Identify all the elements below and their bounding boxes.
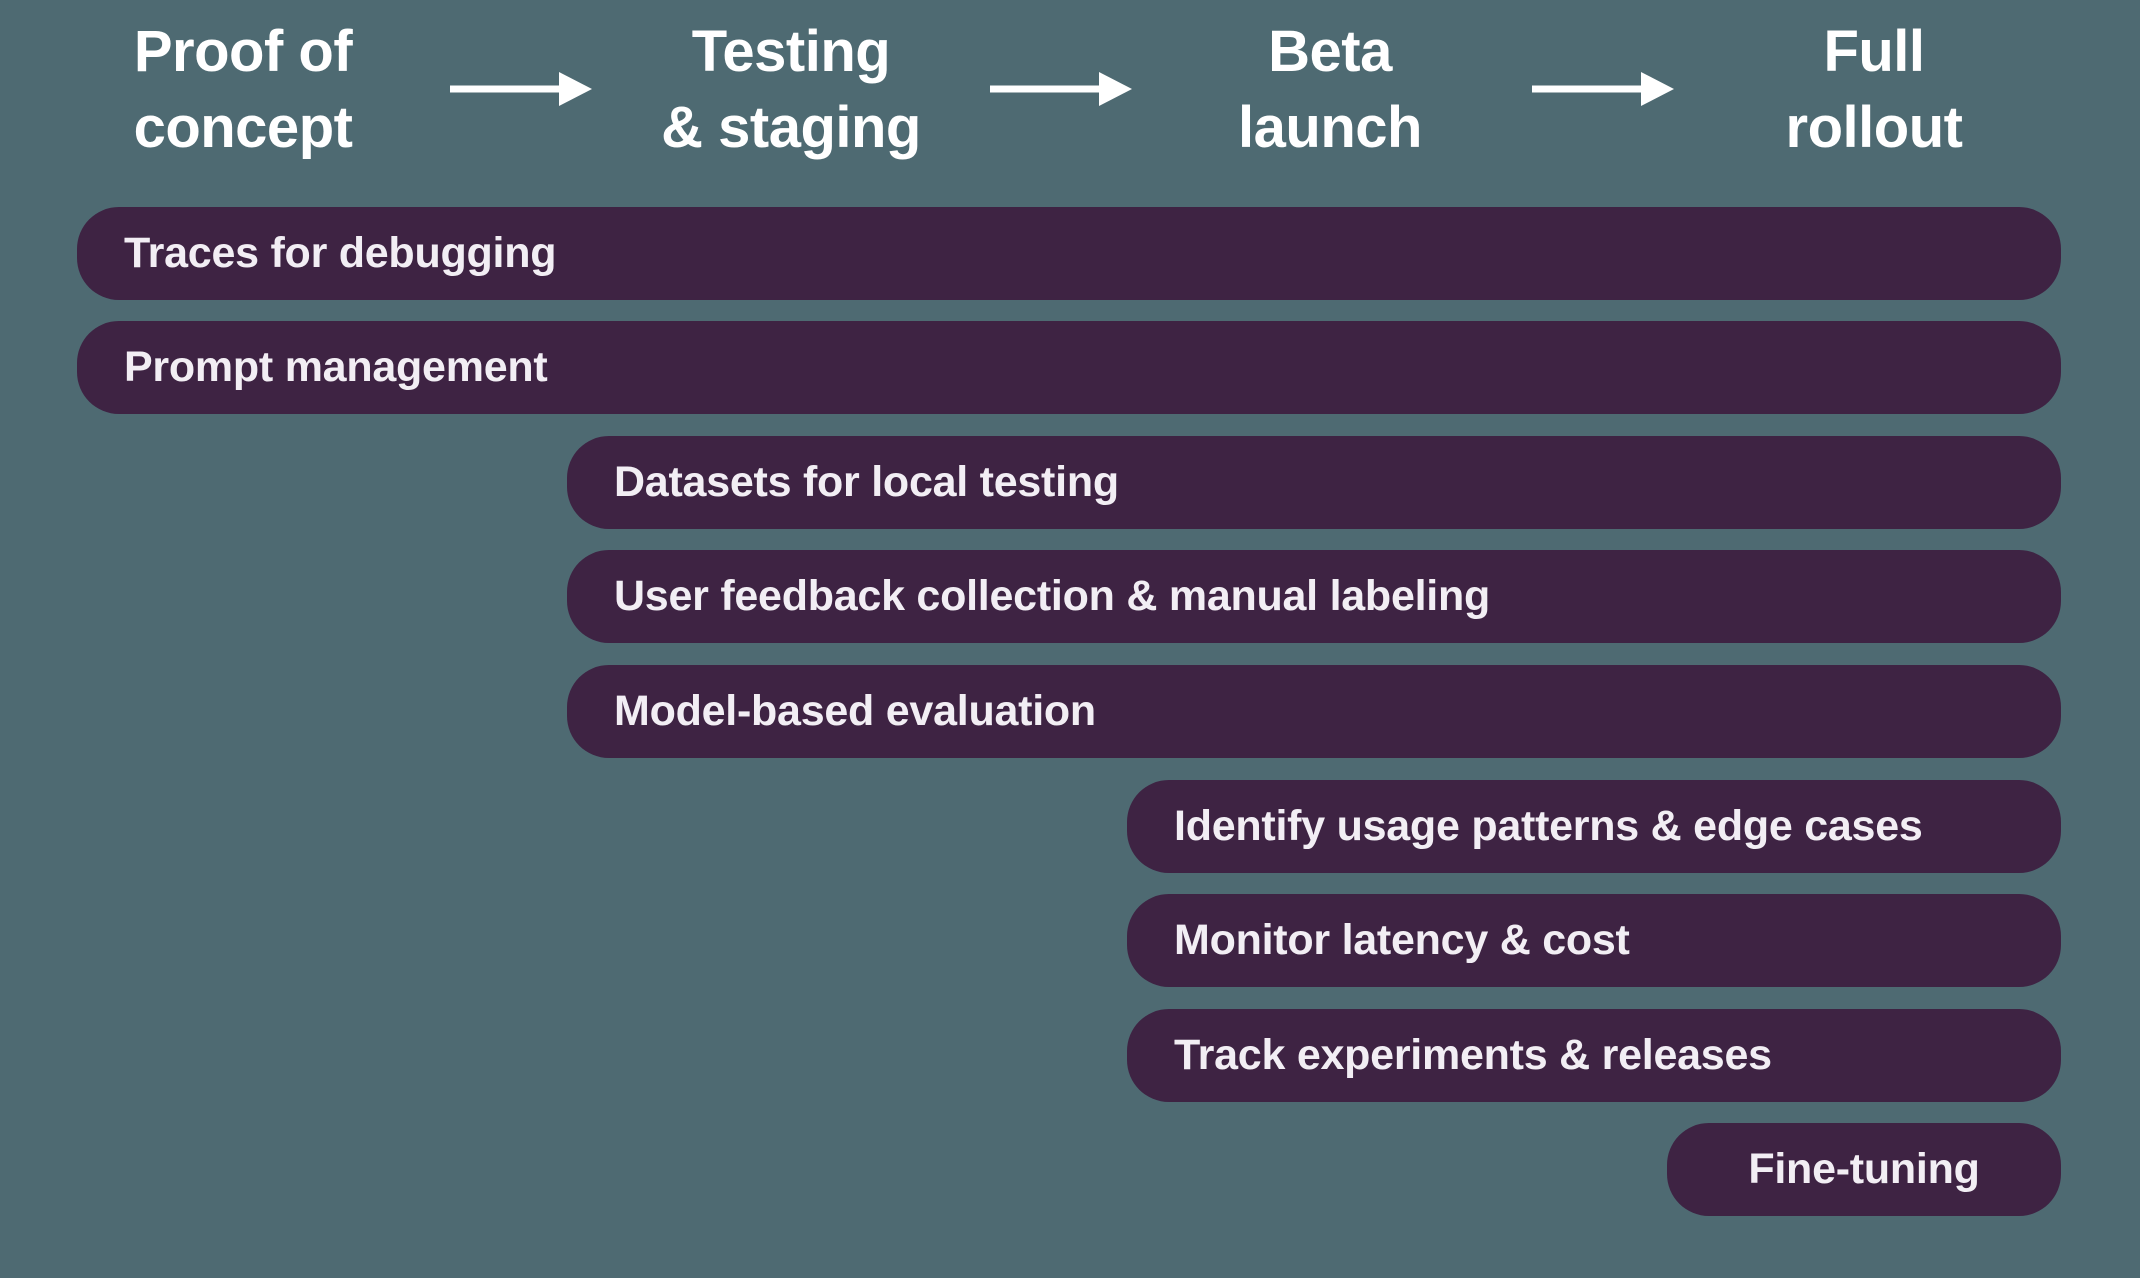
bar-label: Track experiments & releases [1174, 1031, 1772, 1079]
bar-label: Model-based evaluation [614, 687, 1096, 735]
bar-label: Traces for debugging [124, 229, 557, 277]
bar-label: User feedback collection & manual labeli… [614, 572, 1491, 620]
bar-traces-for-debugging: Traces for debugging [77, 207, 2061, 300]
stage-header-line: Beta [1268, 19, 1392, 84]
bar-track-experiments-releases: Track experiments & releases [1127, 1009, 2061, 1102]
bar-label: Identify usage patterns & edge cases [1174, 802, 1923, 850]
arrow-right-icon [988, 69, 1132, 109]
stage-header-proof-of-concept: Proof of concept [134, 14, 353, 166]
bar-label: Monitor latency & cost [1174, 916, 1630, 964]
arrow-right-icon [448, 69, 592, 109]
stage-header-line: Full [1823, 19, 1925, 84]
bar-identify-usage-patterns: Identify usage patterns & edge cases [1127, 780, 2061, 873]
bar-user-feedback-collection: User feedback collection & manual labeli… [567, 550, 2061, 643]
bar-label: Fine-tuning [1748, 1145, 1980, 1193]
arrow-right-icon [1530, 69, 1674, 109]
bar-fine-tuning: Fine-tuning [1667, 1123, 2061, 1216]
bar-monitor-latency-cost: Monitor latency & cost [1127, 894, 2061, 987]
bar-label: Datasets for local testing [614, 458, 1119, 506]
bar-model-based-evaluation: Model-based evaluation [567, 665, 2061, 758]
stage-header-full-rollout: Full rollout [1786, 14, 1963, 166]
bar-prompt-management: Prompt management [77, 321, 2061, 414]
bar-label: Prompt management [124, 343, 548, 391]
stage-header-line: Proof of [133, 19, 353, 84]
stage-header-line: launch [1238, 95, 1422, 160]
bar-datasets-for-local-testing: Datasets for local testing [567, 436, 2061, 529]
stage-header-line: concept [133, 95, 353, 160]
stage-header-line: rollout [1785, 95, 1963, 160]
stage-header-line: & staging [661, 95, 921, 160]
stage-header-testing-staging: Testing & staging [661, 14, 921, 166]
stage-header-line: Testing [691, 19, 891, 84]
stage-header-beta-launch: Beta launch [1238, 14, 1422, 166]
